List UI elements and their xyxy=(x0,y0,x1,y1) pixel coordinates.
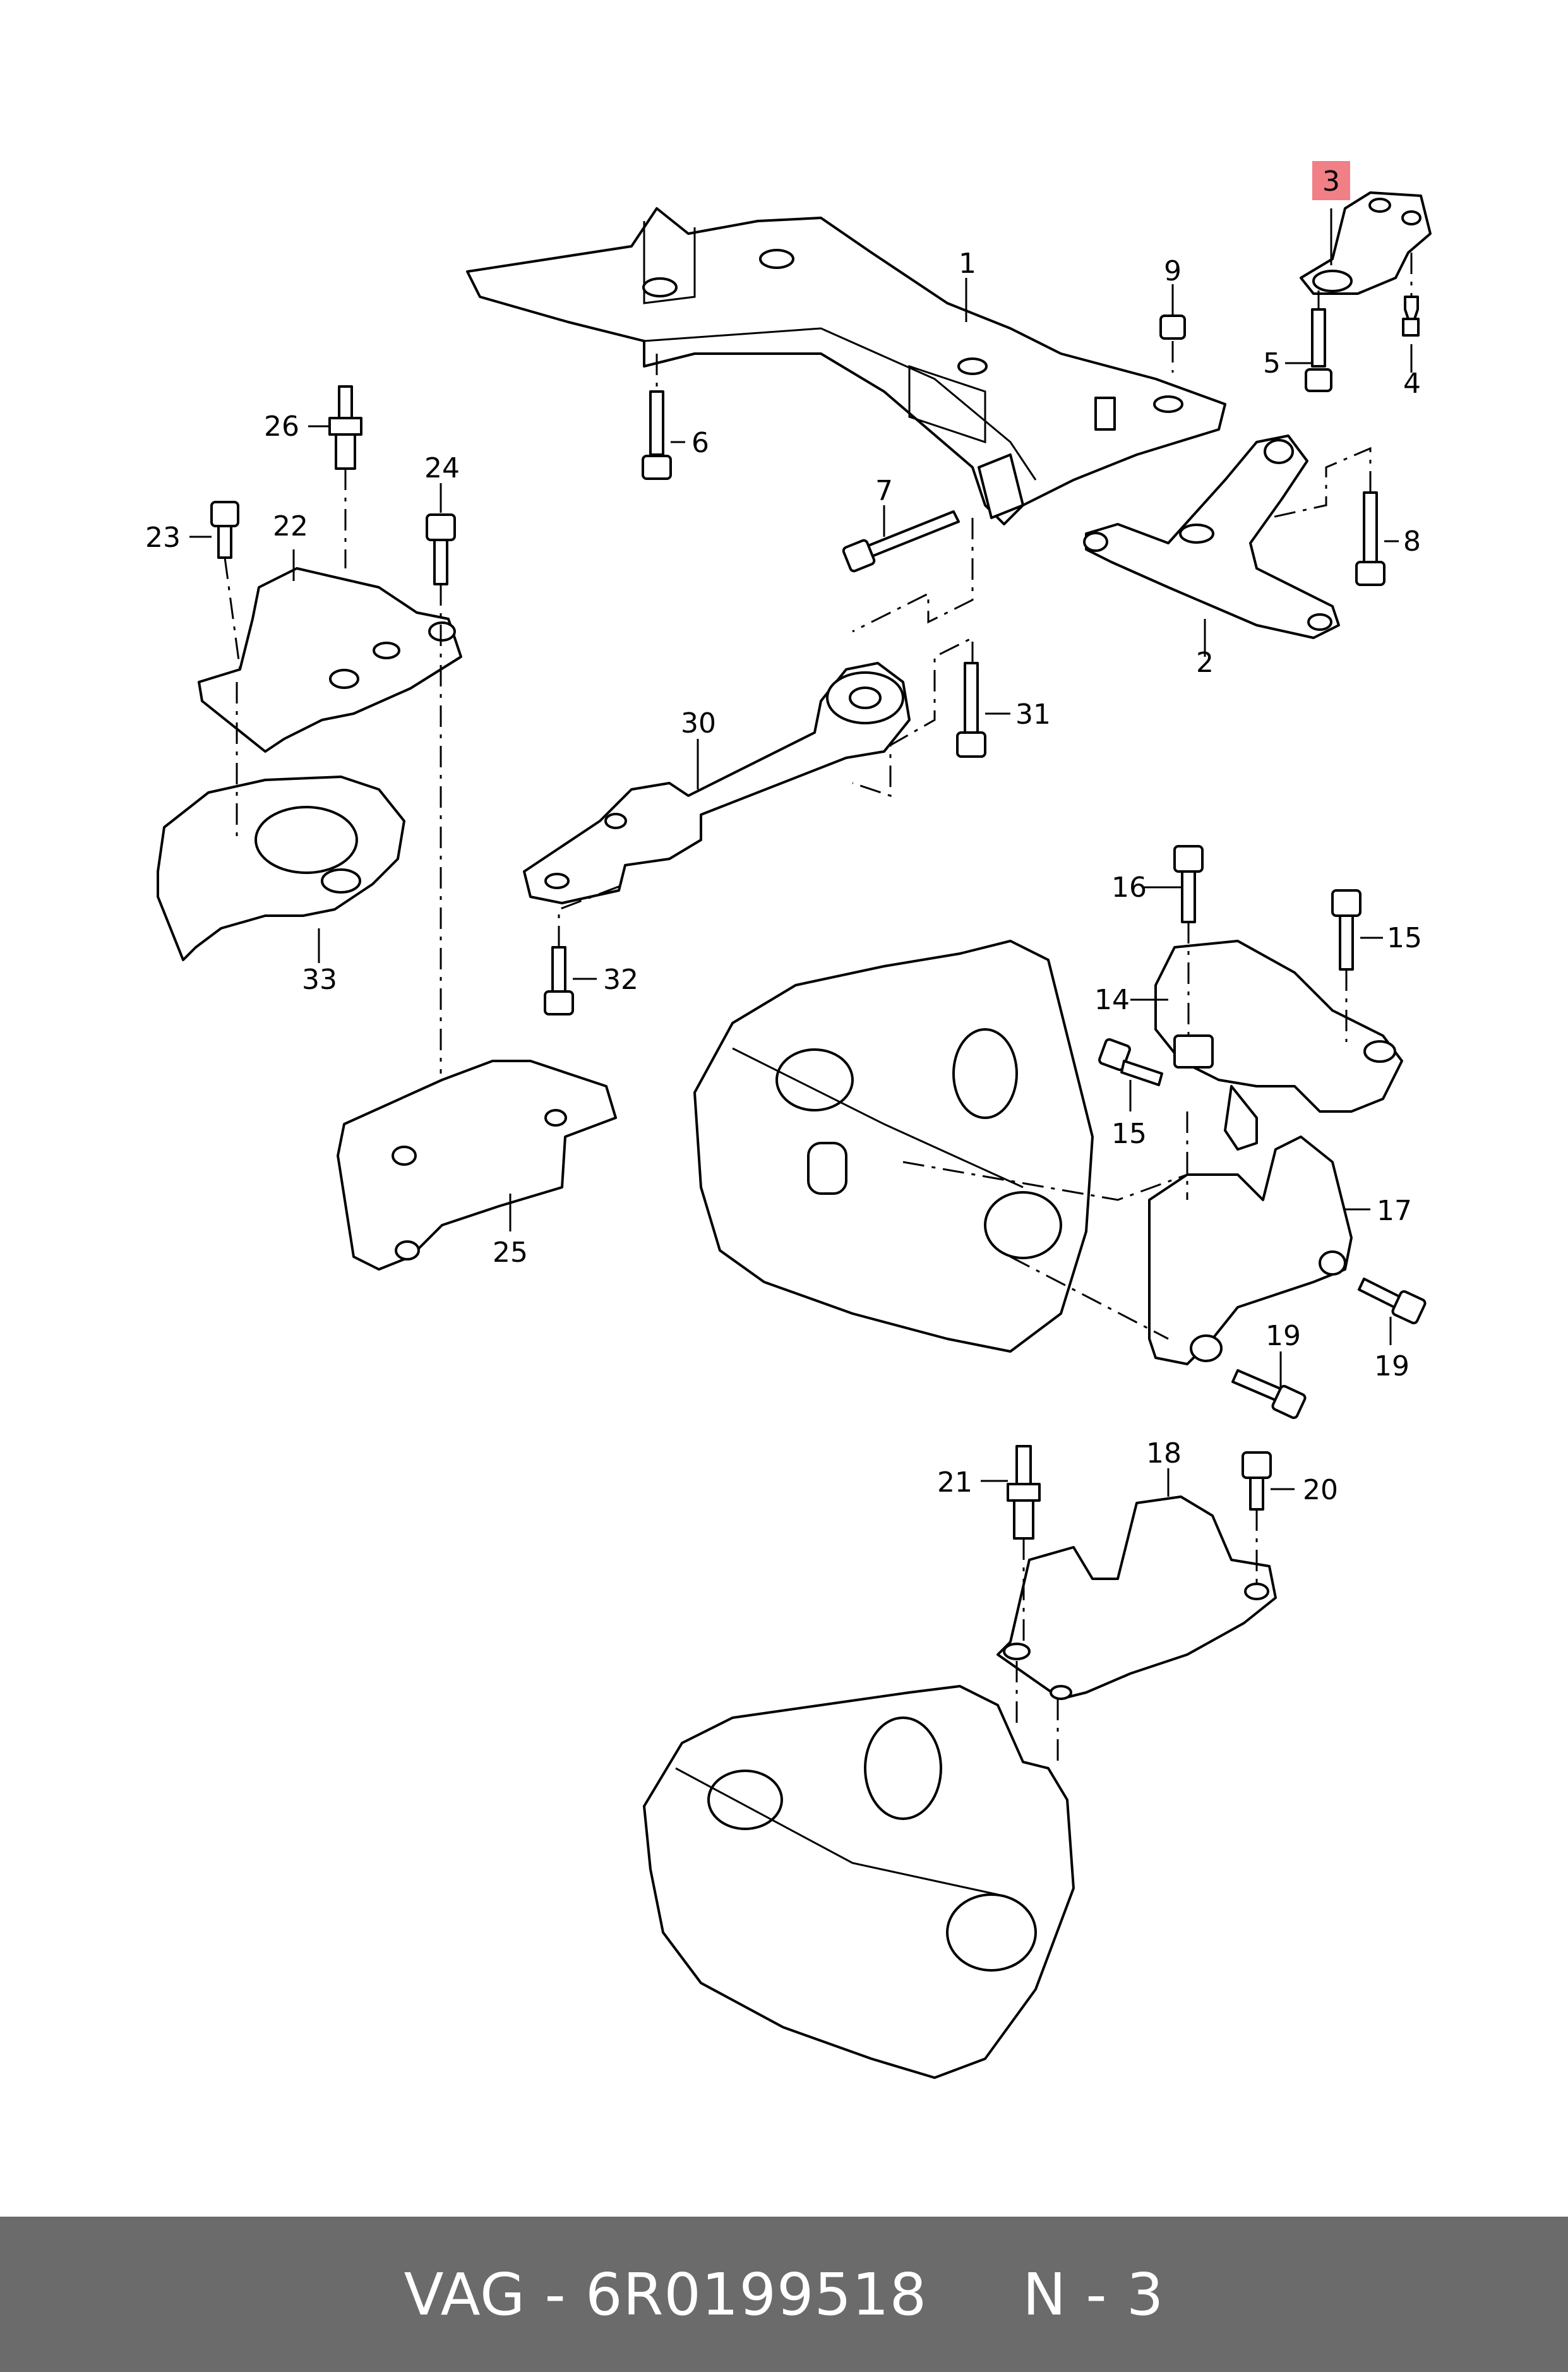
bolts xyxy=(210,296,1427,1540)
callout-14: 14 xyxy=(1094,984,1130,1016)
callout-19-right: 19 xyxy=(1374,1350,1409,1382)
callout-30: 30 xyxy=(681,707,716,740)
control-arm-part-2 xyxy=(1083,434,1340,639)
heat-shield-part-33 xyxy=(157,776,405,961)
callout-9: 9 xyxy=(1164,255,1182,287)
callout-19-left: 19 xyxy=(1266,1320,1301,1352)
callout-18: 18 xyxy=(1146,1437,1182,1470)
callout-3: 3 xyxy=(1322,165,1340,198)
callout-15-left: 15 xyxy=(1111,1118,1147,1150)
highlight-box-part-3 xyxy=(1312,161,1350,200)
callout-20: 20 xyxy=(1303,1474,1338,1506)
callout-16: 16 xyxy=(1111,872,1147,904)
callout-5: 5 xyxy=(1263,347,1281,380)
transmission-mount-part-18 xyxy=(996,1495,1277,1700)
callout-2: 2 xyxy=(1196,647,1214,679)
bracket-part-25 xyxy=(337,1060,617,1271)
callout-8: 8 xyxy=(1403,525,1421,558)
gearbox-upper xyxy=(693,940,1094,1353)
gearbox-lower xyxy=(643,1685,1075,2079)
callout-15-right: 15 xyxy=(1387,922,1422,954)
bracket-part-17 xyxy=(1148,1135,1353,1365)
callout-labels: 1 9 3 5 4 6 7 8 2 31 30 32 22 23 24 26 3… xyxy=(145,165,1422,1506)
callout-6: 6 xyxy=(691,427,709,459)
callout-21: 21 xyxy=(937,1466,973,1499)
callout-26: 26 xyxy=(264,410,299,443)
bracket-part-3 xyxy=(1300,191,1432,295)
assembly-lines xyxy=(224,253,1413,1768)
exploded-parts-diagram: 1 9 3 5 4 6 7 8 2 31 30 32 22 23 24 26 3… xyxy=(145,161,1432,2079)
callout-22: 22 xyxy=(273,510,308,542)
callout-24: 24 xyxy=(424,452,460,484)
subframe-part-1 xyxy=(466,207,1226,525)
transmission-mount-part-14 xyxy=(1154,940,1403,1151)
engine-mount-part-22 xyxy=(198,567,462,753)
torque-rod-part-30 xyxy=(523,662,911,904)
callout-31: 31 xyxy=(1015,698,1051,731)
callout-4: 4 xyxy=(1403,368,1421,400)
callout-1: 1 xyxy=(959,248,976,280)
callout-25: 25 xyxy=(493,1237,528,1269)
callout-7: 7 xyxy=(875,475,893,507)
callout-23: 23 xyxy=(145,522,181,554)
footer-part-number: VAG - 6R0199518 N - 3 xyxy=(404,2260,1164,2328)
callout-32: 32 xyxy=(603,964,638,996)
callout-33: 33 xyxy=(302,964,337,996)
leader-lines xyxy=(189,208,1413,1497)
footer-bar: VAG - 6R0199518 N - 3 xyxy=(0,2217,1568,2372)
callout-17: 17 xyxy=(1377,1195,1412,1227)
